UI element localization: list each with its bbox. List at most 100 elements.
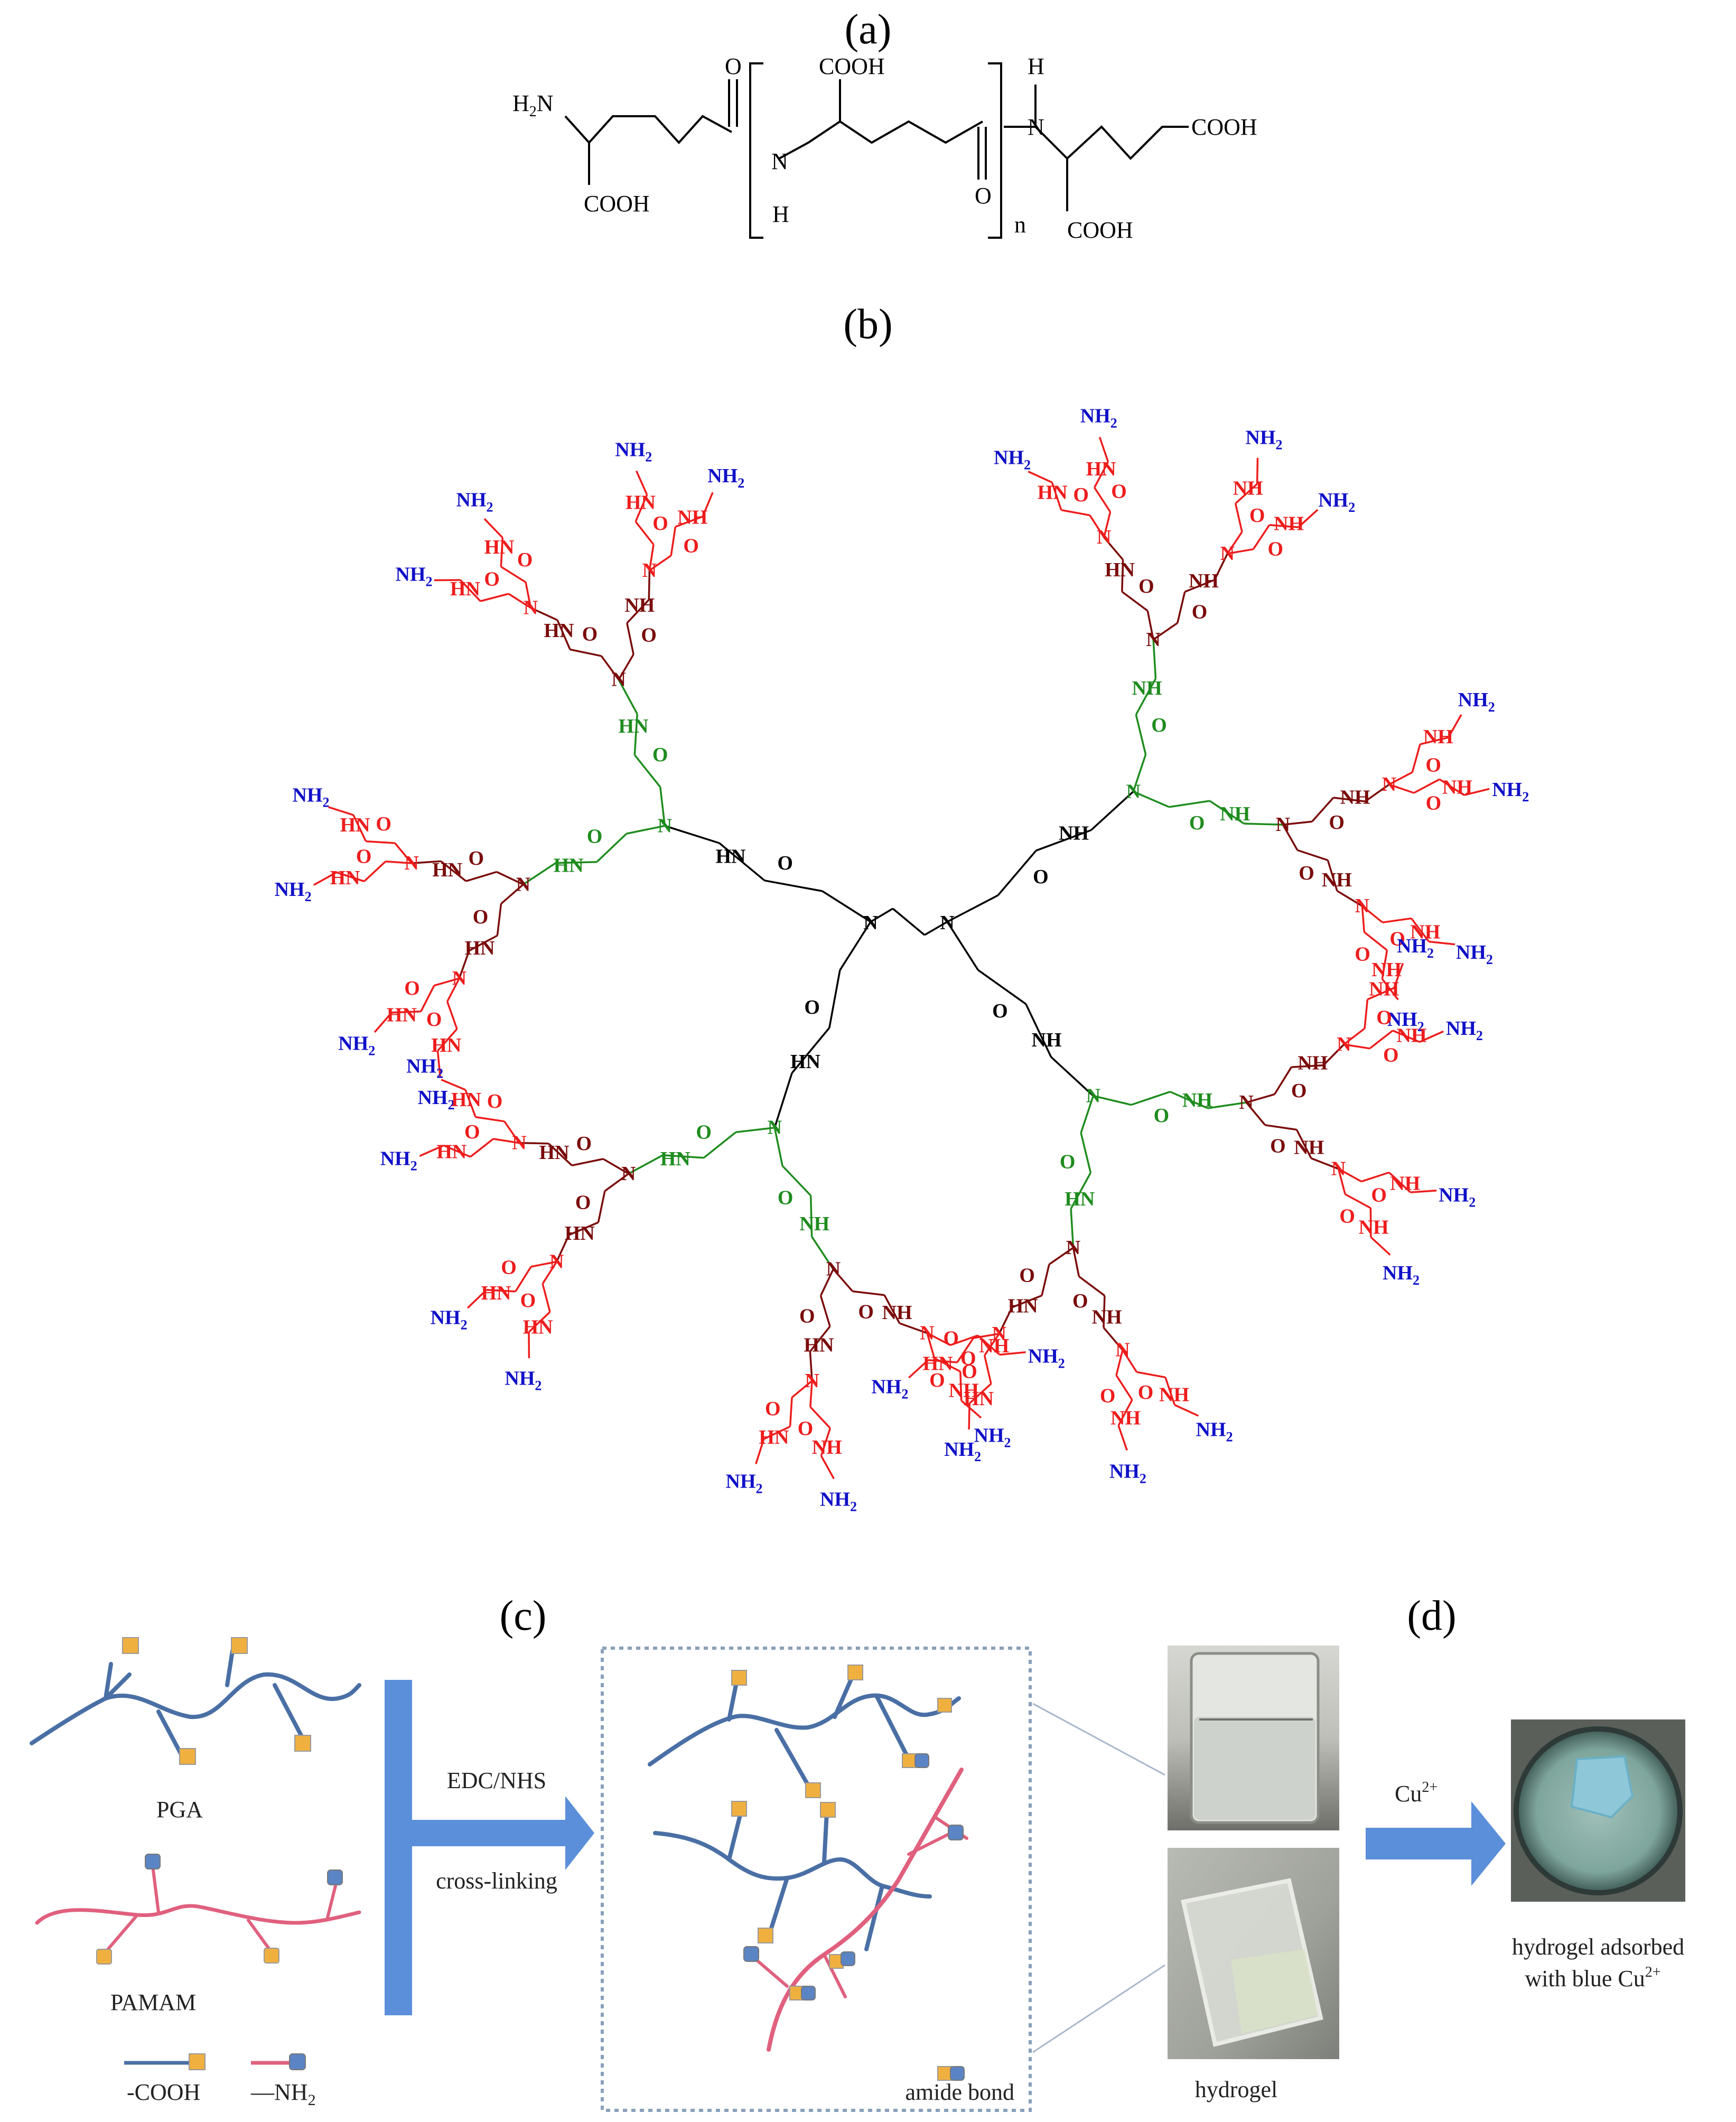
crosslink-arrow[interactable] — [412, 1796, 594, 1870]
carbonyl-oxygen: O — [356, 846, 372, 868]
dendrimer-bond-g0 — [1050, 1056, 1094, 1097]
amide-nh: NH — [1274, 512, 1304, 535]
amide-nh: HN — [340, 814, 370, 836]
carbonyl-oxygen: O — [1151, 714, 1167, 736]
dendrimer-bond-g3 — [434, 977, 460, 987]
dendrimer-bond-g3 — [791, 1380, 813, 1398]
dendrimer-bond-g0 — [947, 894, 998, 923]
dendrimer-bond-g1 — [1093, 1095, 1132, 1106]
dendrimer-bond-g3 — [1420, 736, 1449, 745]
dendrimer-bond-g2 — [1041, 1264, 1050, 1296]
terminal-amine: NH2 — [1196, 1418, 1233, 1444]
dendrimer-bond-g3 — [419, 1144, 444, 1157]
core-bond — [870, 908, 893, 923]
terminal-amine: NH2 — [293, 784, 330, 810]
network-pga-chain-1 — [648, 1693, 961, 1766]
dendrimer-bond-g3 — [1098, 436, 1109, 462]
terminal-amine: NH2 — [1383, 1262, 1420, 1288]
carbonyl-oxygen: O — [487, 1090, 503, 1113]
reagent-label: EDC/NHS — [447, 1768, 546, 1793]
dendrimer-bond-g2 — [1295, 1129, 1312, 1159]
cooh-node — [294, 1735, 311, 1752]
carbonyl-oxygen: O — [929, 1369, 945, 1391]
carbonyl-oxygen: O — [765, 1398, 781, 1420]
dendrimer-bond-g3 — [908, 1359, 929, 1379]
pga-label: PGA — [156, 1797, 203, 1822]
dendrimer-bond-g3 — [1369, 1030, 1394, 1050]
dendrimer-bond-g3 — [1298, 509, 1319, 528]
leader-line-top — [1032, 1703, 1165, 1776]
pga-repeat-n: n — [1014, 212, 1026, 238]
dendrimer-bond-g3 — [391, 1011, 421, 1014]
dendrimer-bond-g3 — [1361, 905, 1383, 923]
dendrimer-bond-g3 — [809, 1380, 813, 1407]
dendrimer-bond-g1 — [633, 714, 638, 755]
dendrimer-bond-g2 — [618, 653, 634, 680]
core-bond — [924, 921, 948, 936]
dendrimer-bond-g3 — [525, 582, 532, 609]
carbonyl-oxygen: O — [1019, 1264, 1035, 1286]
amide-nh: NH — [1182, 1089, 1212, 1111]
dendrimer-bond-g3 — [928, 1359, 958, 1363]
amide-nh: NH — [1233, 478, 1263, 500]
dendrimer-bond-g2 — [852, 1290, 885, 1296]
pga-chemical-structure — [564, 62, 1189, 239]
dendrimer-bond-g3 — [1337, 1168, 1346, 1195]
dendrimer-bond-g3 — [1117, 1425, 1128, 1451]
dendrimer-bond-g0 — [791, 1027, 830, 1074]
pamam-dendrimer-structure: NNOHNNOHNNOHNNOHNNH2OHNNH2OHNNOHNNH2OHNN… — [275, 405, 1529, 1514]
dendrimer-bond-g2 — [597, 1191, 606, 1223]
dendrimer-bond-g2 — [548, 1143, 573, 1166]
pga-n-2: N — [1028, 114, 1044, 140]
dendrimer-bond-g3 — [1115, 1375, 1133, 1400]
amide-nh: HN — [619, 715, 649, 737]
amide-nh: HN — [1038, 482, 1068, 504]
carbonyl-oxygen: O — [1100, 1385, 1116, 1407]
carbonyl-oxygen: O — [484, 568, 500, 590]
dendrimer-bond-g3 — [1361, 1171, 1389, 1183]
dendrimer-bond-g3 — [1393, 962, 1404, 988]
dendrimer-bond-g1 — [1207, 1101, 1247, 1109]
dendrimer-bond-g2 — [570, 648, 602, 657]
dendrimer-bond-g1 — [735, 1126, 775, 1133]
network-pga-chain-2 — [653, 1831, 932, 1899]
terminal-amine: NH2 — [1458, 689, 1495, 715]
dendrimer-bond-g3 — [634, 521, 655, 545]
cooh-node — [805, 1782, 821, 1798]
amide-nh: NH — [1220, 803, 1250, 825]
cooh-node — [96, 1949, 112, 1965]
cu-arrow[interactable] — [1366, 1801, 1506, 1886]
amide-nh: NH — [1298, 1052, 1328, 1074]
dendrimer-bond-g3 — [1463, 788, 1490, 796]
terminal-amine: NH2 — [406, 1055, 443, 1081]
legend-nh2-node — [289, 2053, 306, 2070]
amide-nh: NH — [979, 1335, 1009, 1357]
dendrimer-bond-g2 — [440, 861, 467, 882]
dendrimer-bond-g3 — [1382, 917, 1412, 923]
terminal-amine: NH2 — [1080, 405, 1117, 431]
dendrimer-bond-g0 — [997, 850, 1037, 896]
cooh-node — [758, 1928, 773, 1943]
carbonyl-oxygen: O — [473, 906, 489, 928]
dendrimer-bond-g2 — [809, 1351, 813, 1381]
amide-nh: HN — [387, 1004, 417, 1026]
legend-cooh-label: -COOH — [127, 2079, 200, 2105]
dendrimer-bond-g3 — [755, 1438, 765, 1464]
amide-nh: HN — [481, 1282, 511, 1304]
dendrimer-bond-g3 — [420, 985, 435, 1012]
dendrimer-bond-g3 — [809, 1406, 831, 1429]
amide-nh: NH — [677, 506, 707, 528]
dendrimer-bond-g3 — [374, 1012, 393, 1033]
nh2-node — [327, 1869, 343, 1885]
dendrimer-bond-g0 — [764, 880, 823, 892]
panel-label-a: (a) — [845, 6, 892, 53]
dendrimer-bond-g3 — [1411, 744, 1421, 773]
carbonyl-oxygen: O — [778, 1187, 794, 1209]
dendrimer-bond-g2 — [1336, 890, 1363, 907]
amide-nh: NH — [1410, 921, 1440, 943]
amide-nh: HN — [790, 1051, 820, 1073]
amide-nh: NH — [1423, 726, 1453, 748]
amide-nh: NH — [1159, 1383, 1189, 1406]
hydrogel-caption: hydrogel — [1195, 2077, 1277, 2102]
carbonyl-oxygen: O — [992, 1000, 1008, 1022]
